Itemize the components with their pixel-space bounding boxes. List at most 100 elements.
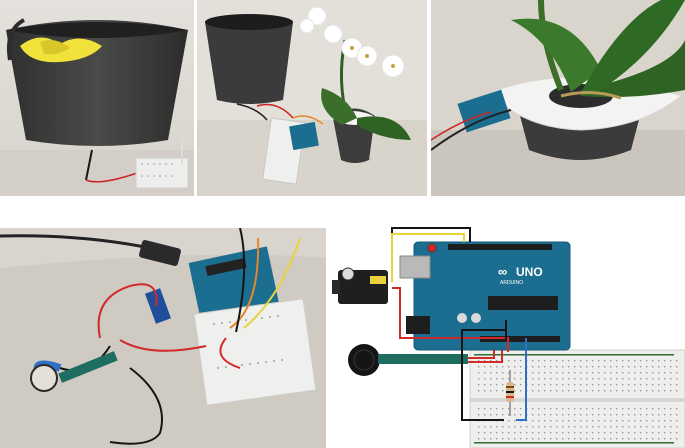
breadboard-hole bbox=[616, 390, 618, 392]
breadboard-hole bbox=[580, 414, 582, 416]
breadboard-hole bbox=[532, 438, 534, 440]
breadboard-hole bbox=[526, 438, 528, 440]
breadboard-hole bbox=[580, 432, 582, 434]
breadboard-hole bbox=[664, 420, 666, 422]
breadboard-hole bbox=[526, 432, 528, 434]
breadboard-hole bbox=[478, 414, 480, 416]
breadboard-hole bbox=[622, 438, 624, 440]
breadboard-hole bbox=[574, 408, 576, 410]
breadboard-hole bbox=[598, 414, 600, 416]
breadboard-hole bbox=[670, 360, 672, 362]
breadboard-hole bbox=[550, 360, 552, 362]
breadboard-hole bbox=[496, 378, 498, 380]
breadboard-hole bbox=[568, 360, 570, 362]
breadboard-hole bbox=[664, 390, 666, 392]
breadboard-hole bbox=[640, 360, 642, 362]
breadboard-hole bbox=[634, 420, 636, 422]
resistor bbox=[506, 370, 514, 416]
breadboard-hole bbox=[604, 408, 606, 410]
breadboard-hole bbox=[538, 438, 540, 440]
force-sensor bbox=[348, 344, 468, 376]
breadboard-hole bbox=[598, 360, 600, 362]
breadboard-hole bbox=[616, 372, 618, 374]
photo-closeup-svg bbox=[431, 0, 685, 196]
breadboard-hole bbox=[652, 390, 654, 392]
breadboard-hole bbox=[628, 408, 630, 410]
breadboard-hole bbox=[610, 384, 612, 386]
breadboard-hole bbox=[634, 360, 636, 362]
breadboard-hole bbox=[610, 438, 612, 440]
photo-pot-yellow-svg bbox=[0, 0, 194, 196]
breadboard-hole bbox=[496, 426, 498, 428]
breadboard-hole bbox=[556, 390, 558, 392]
breadboard-hole bbox=[478, 366, 480, 368]
breadboard-hole bbox=[484, 426, 486, 428]
breadboard-hole bbox=[622, 372, 624, 374]
breadboard-hole bbox=[664, 360, 666, 362]
breadboard-hole bbox=[598, 438, 600, 440]
breadboard-hole bbox=[640, 432, 642, 434]
breadboard-hole bbox=[646, 408, 648, 410]
breadboard-hole bbox=[514, 366, 516, 368]
breadboard-hole bbox=[496, 432, 498, 434]
breadboard-hole bbox=[664, 414, 666, 416]
breadboard-hole bbox=[568, 378, 570, 380]
breadboard-hole bbox=[592, 426, 594, 428]
breadboard-hole bbox=[622, 414, 624, 416]
breadboard-hole bbox=[556, 426, 558, 428]
breadboard-hole bbox=[580, 372, 582, 374]
breadboard-hole bbox=[664, 438, 666, 440]
breadboard-hole bbox=[490, 414, 492, 416]
breadboard-hole bbox=[550, 420, 552, 422]
breadboard-hole bbox=[586, 378, 588, 380]
breadboard-hole bbox=[610, 390, 612, 392]
breadboard-hole bbox=[634, 432, 636, 434]
breadboard-hole bbox=[556, 360, 558, 362]
breadboard-hole bbox=[592, 372, 594, 374]
breadboard-hole bbox=[658, 360, 660, 362]
breadboard-hole bbox=[532, 432, 534, 434]
breadboard-hole bbox=[496, 384, 498, 386]
breadboard-hole bbox=[502, 390, 504, 392]
breadboard-hole bbox=[628, 366, 630, 368]
breadboard-hole bbox=[508, 414, 510, 416]
breadboard-hole bbox=[544, 366, 546, 368]
breadboard-hole bbox=[574, 432, 576, 434]
breadboard-hole bbox=[502, 426, 504, 428]
breadboard-hole bbox=[484, 378, 486, 380]
breadboard-hole bbox=[544, 384, 546, 386]
photo-circuit-svg bbox=[0, 228, 326, 448]
breadboard-hole bbox=[676, 426, 678, 428]
breadboard-hole bbox=[532, 408, 534, 410]
breadboard-hole bbox=[544, 414, 546, 416]
breadboard-hole bbox=[484, 366, 486, 368]
breadboard-hole bbox=[514, 360, 516, 362]
breadboard-hole bbox=[568, 432, 570, 434]
breadboard-hole bbox=[532, 360, 534, 362]
breadboard-hole bbox=[484, 432, 486, 434]
breadboard-hole bbox=[586, 408, 588, 410]
breadboard-hole bbox=[676, 432, 678, 434]
breadboard-hole bbox=[610, 408, 612, 410]
photo-arduino-circuit-on-table bbox=[0, 228, 326, 448]
breadboard-hole bbox=[514, 372, 516, 374]
breadboard-hole bbox=[532, 420, 534, 422]
breadboard-hole bbox=[478, 378, 480, 380]
breadboard-hole bbox=[628, 384, 630, 386]
breadboard-hole bbox=[568, 426, 570, 428]
breadboard-hole bbox=[676, 420, 678, 422]
breadboard-hole bbox=[574, 426, 576, 428]
breadboard-hole bbox=[670, 378, 672, 380]
breadboard-hole bbox=[616, 420, 618, 422]
breadboard-hole bbox=[508, 378, 510, 380]
breadboard-hole bbox=[568, 384, 570, 386]
breadboard-hole bbox=[658, 432, 660, 434]
breadboard-hole bbox=[670, 366, 672, 368]
breadboard-hole bbox=[550, 408, 552, 410]
breadboard-hole bbox=[670, 414, 672, 416]
breadboard-hole bbox=[496, 438, 498, 440]
breadboard-hole bbox=[550, 384, 552, 386]
breadboard-hole bbox=[610, 432, 612, 434]
breadboard-hole bbox=[580, 390, 582, 392]
breadboard-hole bbox=[592, 408, 594, 410]
